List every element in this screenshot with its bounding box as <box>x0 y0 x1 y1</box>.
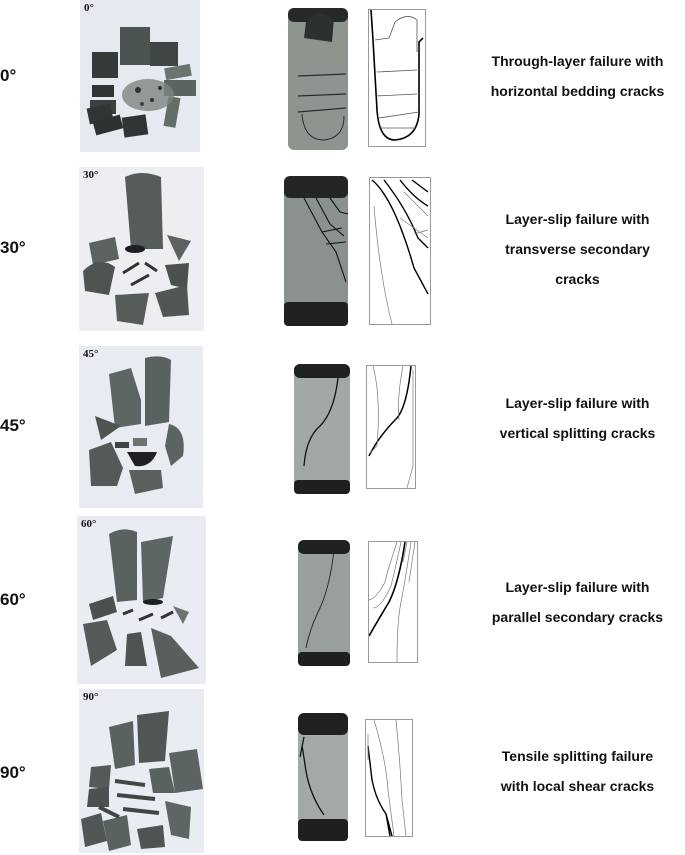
description-line: with local shear cracks <box>500 778 655 794</box>
angle-label: 45° <box>0 416 26 435</box>
photo-angle-tag: 60° <box>81 518 97 530</box>
photo-angle-tag: 30° <box>83 169 99 181</box>
crack-sketch <box>368 9 426 147</box>
fragments-image-icon <box>81 711 203 851</box>
failure-description: Layer-slip failure with transverse secon… <box>470 204 685 294</box>
angle-label: 30° <box>0 238 26 257</box>
photo-angle-tag: 45° <box>83 348 99 360</box>
angle-label: 0° <box>0 66 17 85</box>
failure-description: Layer-slip failure with parallel seconda… <box>470 572 685 632</box>
figure-row-60deg: 60° 60° Layer-slip failure with <box>0 510 685 690</box>
fragments-photo: 60° <box>77 516 206 684</box>
fragments-photo: 45° <box>79 346 203 508</box>
cylinder-specimen-icon <box>298 540 350 666</box>
photo-angle-tag: 90° <box>83 691 99 703</box>
description-line: vertical splitting cracks <box>499 425 656 441</box>
angle-label: 90° <box>0 763 26 782</box>
cylinder-specimen-icon <box>284 176 349 326</box>
description-line: parallel secondary cracks <box>491 609 664 625</box>
fragments-image-icon <box>83 529 199 678</box>
crack-sketch <box>369 177 431 325</box>
failure-description: Through-layer failure with horizontal be… <box>470 46 685 106</box>
description-line: Layer-slip failure with <box>505 211 650 227</box>
fragments-photo: 30° <box>79 167 204 331</box>
crack-pattern-icon <box>371 179 429 324</box>
crack-sketch <box>368 541 418 663</box>
description-line: horizontal bedding cracks <box>490 83 665 99</box>
description-line: Tensile splitting failure <box>501 748 654 764</box>
crack-sketch <box>366 365 416 489</box>
crack-pattern-icon <box>369 542 416 662</box>
fragments-photo: 0° <box>80 0 200 152</box>
crack-pattern-icon <box>367 720 407 836</box>
fragments-photo: 90° <box>79 689 204 853</box>
angle-label: 60° <box>0 590 26 609</box>
photo-angle-tag: 0° <box>84 2 94 14</box>
crack-pattern-icon <box>370 10 424 141</box>
figure-row-45deg: 45° 45° Layer-slip failure with <box>0 340 685 515</box>
crack-pattern-icon <box>368 366 414 488</box>
description-line: Layer-slip failure with <box>505 395 650 411</box>
crack-sketch <box>365 719 413 837</box>
figure-row-90deg: 90° 90° Tensile splitt <box>0 685 685 855</box>
fragments-image-icon <box>83 173 191 325</box>
failure-description: Tensile splitting failure with local she… <box>470 741 685 801</box>
fragments-image-icon <box>86 27 196 138</box>
figure-row-30deg: 30° 30° Layer-slip failure with <box>0 160 685 340</box>
specimen-cylinder-photo <box>284 4 352 154</box>
description-line: Through-layer failure with <box>491 53 664 69</box>
description-line: transverse secondary <box>505 241 650 257</box>
figure-row-0deg: 0° 0° <box>0 0 685 160</box>
description-line: cracks <box>555 271 600 287</box>
description-line: Layer-slip failure with <box>505 579 650 595</box>
specimen-cylinder-photo <box>292 362 352 496</box>
specimen-cylinder-photo <box>296 711 350 843</box>
failure-description: Layer-slip failure with vertical splitti… <box>470 388 685 448</box>
cylinder-specimen-icon <box>294 364 350 494</box>
cylinder-specimen-icon <box>288 8 348 150</box>
cylinder-specimen-icon <box>298 713 348 841</box>
specimen-cylinder-photo <box>296 538 352 668</box>
fragments-image-icon <box>89 356 184 494</box>
specimen-cylinder-photo <box>282 172 350 330</box>
